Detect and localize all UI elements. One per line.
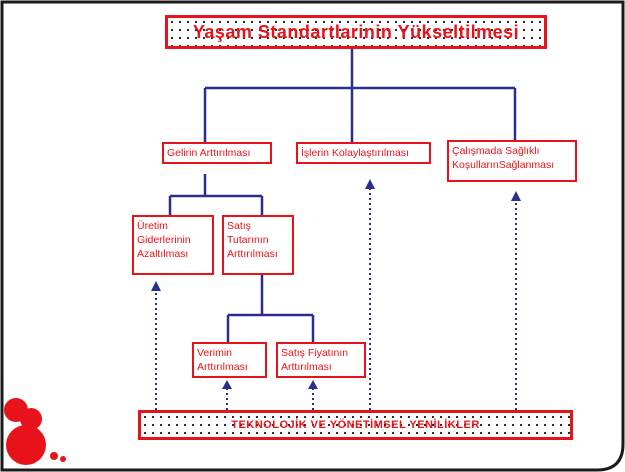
footer-text: TEKNOLOJİK VE YÖNETİMSEL YENİLİKLER	[231, 419, 480, 431]
innovation-arrows	[155, 188, 517, 410]
title-box: Yaşam Standartlarinin Yükseltilmesi	[165, 15, 547, 49]
node-cost: Üretim Giderlerinin Azaltılması	[132, 215, 214, 275]
node-income: Gelirin Arttırılması	[162, 142, 272, 164]
node-productivity-label: Verimin Arttırılması	[197, 347, 248, 373]
node-cost-label: Üretim Giderlerinin Azaltılması	[137, 220, 191, 260]
node-price-label: Satış Fiyatının Arttırılması	[281, 347, 349, 373]
decor-circle-dot-2	[60, 456, 66, 462]
node-price: Satış Fiyatının Arttırılması	[276, 342, 366, 378]
node-sales: Satış Tutarının Arttırılması	[222, 215, 294, 275]
node-productivity: Verimin Arttırılması	[192, 342, 267, 378]
title-text: Yaşam Standartlarinin Yükseltilmesi	[192, 21, 520, 42]
decor-circle-dot-1	[50, 452, 58, 460]
decor-circle-large	[6, 425, 46, 465]
node-health: Çalışmada Sağlıklı KoşullarınSağlanması	[447, 140, 577, 182]
node-sales-label: Satış Tutarının Arttırılması	[227, 220, 278, 260]
tree-lines	[168, 49, 517, 342]
node-income-label: Gelirin Arttırılması	[167, 147, 251, 159]
decor-circle-mid	[20, 408, 42, 430]
arrow-heads	[151, 179, 521, 389]
node-ease-label: İşlerin Kolaylaştırılması	[301, 147, 409, 159]
node-ease: İşlerin Kolaylaştırılması	[296, 142, 431, 164]
footer-box: TEKNOLOJİK VE YÖNETİMSEL YENİLİKLER	[138, 410, 573, 440]
node-health-label: Çalışmada Sağlıklı KoşullarınSağlanması	[452, 145, 555, 171]
